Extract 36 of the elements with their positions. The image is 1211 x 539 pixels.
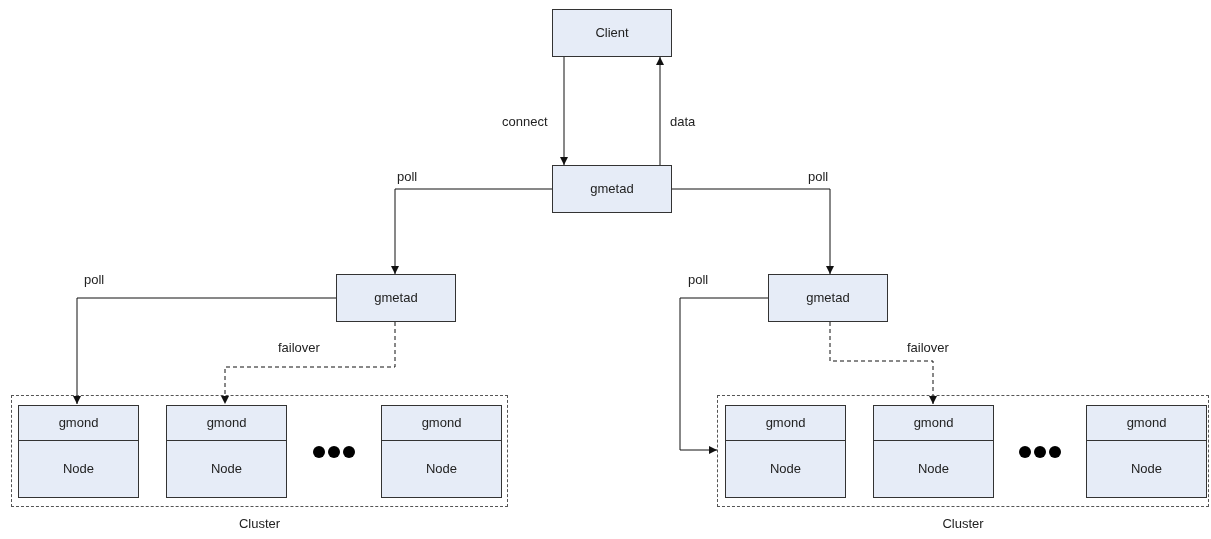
node-box [166,405,287,498]
box-body: Node [210,460,243,479]
box-heading: gmond [421,414,462,433]
connector-arrow [560,56,568,166]
connector-arrow [391,188,553,275]
box-body: Node [425,460,458,479]
box-label: Client [595,24,629,43]
box-body: Node [1130,460,1163,479]
process-box [336,274,456,322]
box-body: Node [917,460,950,479]
box-heading: gmond [58,414,99,433]
connector-arrow [656,56,664,166]
box-heading: gmond [913,414,954,433]
node-box [1086,405,1207,498]
box-label: gmetad [590,180,634,199]
box-label: gmetad [806,289,850,308]
process-box [552,9,672,57]
box-heading: gmond [1126,414,1167,433]
node-box [18,405,139,498]
box-heading: gmond [765,414,806,433]
box-body: Node [62,460,95,479]
box-label: gmetad [374,289,418,308]
connector-arrow [73,297,337,405]
box-body: Node [769,460,802,479]
box-heading: gmond [206,414,247,433]
connector-arrow [671,188,834,275]
cluster-label: Cluster [238,515,281,533]
process-box [768,274,888,322]
connector-arrow [679,297,769,454]
connector-arrow [221,321,396,405]
connector-arrow [829,321,937,405]
node-box [873,405,994,498]
cluster-label: Cluster [942,515,984,533]
process-box [552,165,672,213]
node-box [381,405,502,498]
node-box [725,405,846,498]
